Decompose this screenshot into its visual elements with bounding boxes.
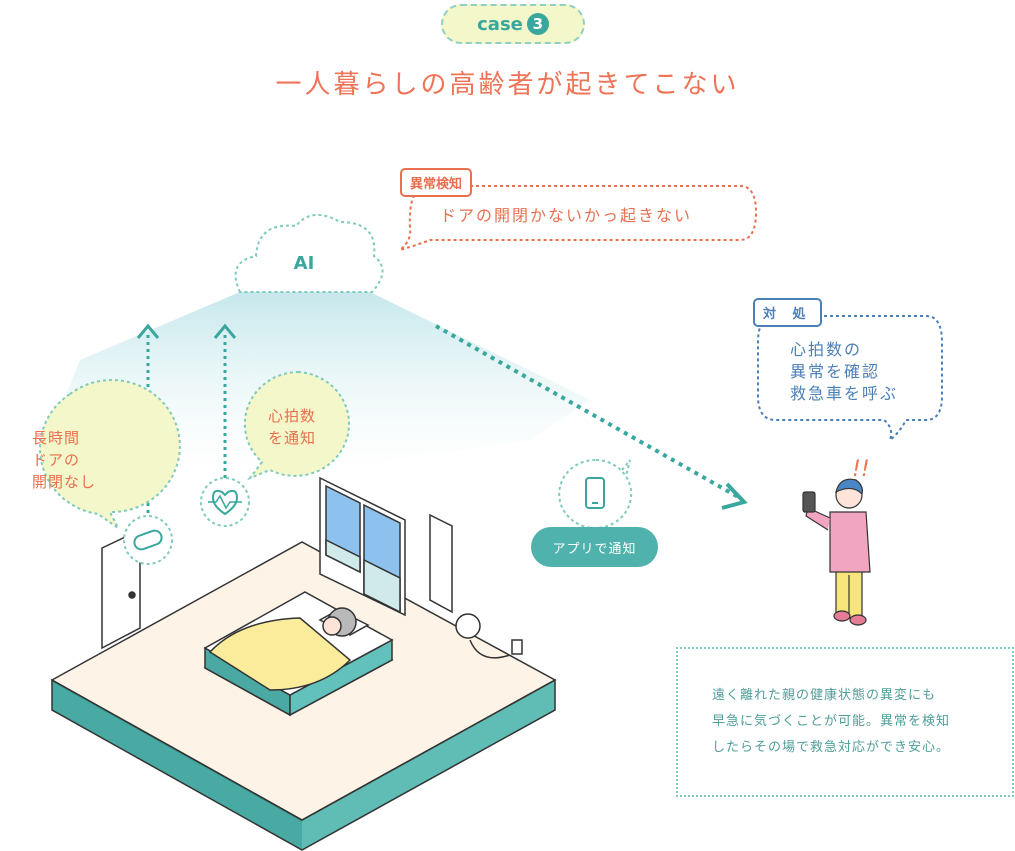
case-label: case: [477, 13, 523, 35]
door-line: 開閉なし: [32, 473, 97, 491]
info-line: したらその場で救急対応ができ安心。: [712, 740, 951, 755]
family-person: [802, 478, 871, 626]
info-line: 早急に気づくことが可能。異常を検知: [712, 714, 951, 729]
case-number: 3: [526, 13, 549, 35]
smartphone-icon: [585, 477, 605, 509]
anomaly-tag: 異常検知: [400, 168, 473, 197]
info-box: 遠く離れた親の健康状態の異変にも 早急に気づくことが可能。異常を検知 したらその…: [676, 647, 1014, 797]
app-notify-button[interactable]: アプリで通知: [531, 527, 658, 567]
action-bubble: [757, 315, 943, 443]
ai-cloud: [234, 214, 384, 293]
anomaly-bubble: [399, 185, 758, 251]
heart-bubble: [243, 370, 350, 481]
bed: [203, 591, 394, 717]
door-bubble: [39, 379, 181, 529]
heart-line: を通知: [268, 429, 317, 447]
sensor-lamp: [455, 613, 523, 659]
info-line: 遠く離れた親の健康状態の異変にも: [712, 688, 937, 703]
window: [319, 476, 406, 617]
ai-cloud-label: AI: [293, 253, 315, 274]
door-line: 長時間: [32, 429, 81, 447]
notify-arrow: [435, 324, 748, 510]
wall-panel: [429, 513, 453, 614]
door-sensor-text: 長時間 ドアの 開閉なし: [32, 427, 96, 493]
action-text: 心拍数の 異常を確認 救急車を呼ぶ: [790, 339, 898, 405]
door-line: ドアの: [32, 451, 81, 469]
heart-line: 心拍数: [268, 407, 317, 425]
action-line: 救急車を呼ぶ: [790, 384, 899, 403]
alert-mark-icon: !!: [852, 457, 870, 482]
room-walls: [101, 528, 141, 650]
action-line: 異常を確認: [790, 362, 881, 381]
heartbeat-icon: [200, 477, 250, 527]
heart-sensor-text: 心拍数 を通知: [268, 405, 316, 449]
action-line: 心拍数の: [790, 340, 863, 359]
page-title: 一人暮らしの高齢者が起きてこない: [275, 70, 740, 100]
door-sensor-icon: [123, 515, 173, 565]
anomaly-text: ドアの開閉かないかっ起きない: [440, 206, 693, 225]
action-tag: 対 処: [753, 298, 822, 327]
case-badge: case 3: [441, 4, 585, 44]
